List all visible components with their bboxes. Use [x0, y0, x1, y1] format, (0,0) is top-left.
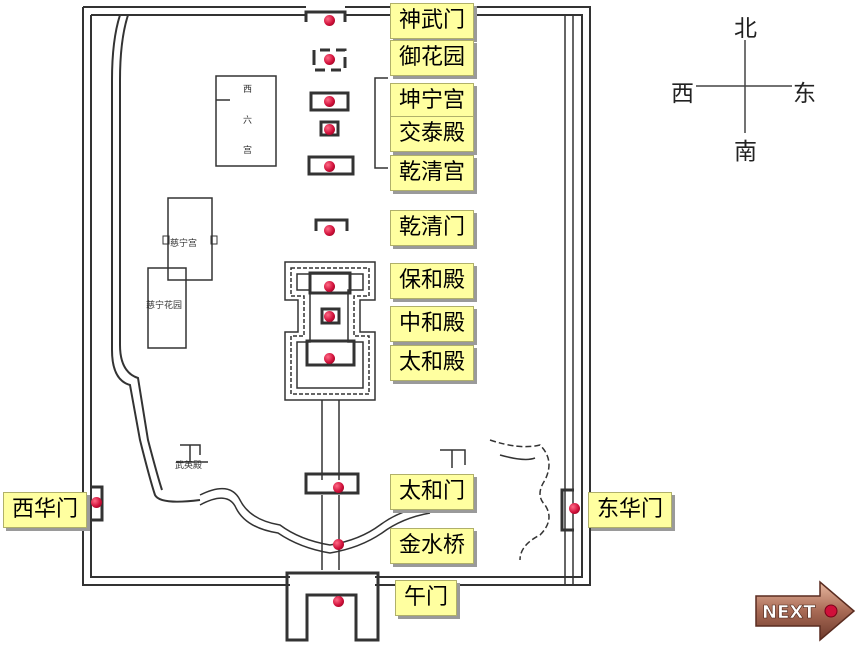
cininghuayuan-label: 慈宁花园 [146, 301, 183, 311]
compass-east: 东 [793, 81, 816, 107]
label-taihemen[interactable]: 太和门 [390, 474, 475, 510]
dot-qianqinggong[interactable] [323, 160, 335, 172]
next-label: NEXT [762, 602, 816, 623]
wuyingdian-label: 武英殿 [175, 461, 203, 471]
label-wumen[interactable]: 午门 [395, 580, 458, 616]
dot-jiaotaidian[interactable] [323, 123, 335, 135]
dot-baohedian[interactable] [323, 280, 335, 292]
label-jiaotaidian[interactable]: 交泰殿 [390, 116, 475, 152]
compass-west: 西 [671, 81, 694, 107]
label-yuhuayuan[interactable]: 御花园 [390, 40, 475, 76]
dot-kunninggong[interactable] [323, 95, 335, 107]
xiliugong-char-2: 六 [243, 116, 253, 126]
xiliugong-char-3: 宫 [243, 146, 253, 156]
label-baohedian[interactable]: 保和殿 [390, 263, 475, 299]
compass-north: 北 [734, 16, 757, 42]
xiliugong-char-1: 西 [243, 85, 253, 95]
ciningong-label: 慈宁宫 [170, 239, 198, 249]
dot-shenwumen[interactable] [323, 14, 335, 26]
next-arrow-icon [755, 580, 856, 642]
label-xihuamen[interactable]: 西华门 [3, 492, 88, 528]
label-donghuamen[interactable]: 东华门 [588, 492, 673, 528]
label-qianqingmen[interactable]: 乾清门 [390, 210, 475, 246]
dot-zhonghedian[interactable] [323, 310, 335, 322]
label-taihedian[interactable]: 太和殿 [390, 345, 475, 381]
dot-taihedian[interactable] [323, 352, 335, 364]
label-jinshuiqiao[interactable]: 金水桥 [390, 528, 475, 564]
dot-yuhuayuan[interactable] [323, 53, 335, 65]
dot-jinshuiqiao[interactable] [332, 538, 344, 550]
compass-south: 南 [734, 139, 757, 165]
next-dot-icon [824, 604, 838, 618]
dot-xihuamen[interactable] [90, 496, 102, 508]
label-qianqinggong[interactable]: 乾清宫 [390, 155, 475, 191]
dot-qianqingmen[interactable] [323, 224, 335, 236]
label-zhonghedian[interactable]: 中和殿 [390, 306, 475, 342]
label-shenwumen[interactable]: 神武门 [390, 3, 475, 39]
dot-wumen[interactable] [332, 595, 344, 607]
label-kunninggong[interactable]: 坤宁宫 [390, 83, 475, 119]
dot-donghuamen[interactable] [568, 502, 580, 514]
next-button[interactable]: NEXT [754, 580, 856, 642]
dot-taihemen[interactable] [332, 481, 344, 493]
